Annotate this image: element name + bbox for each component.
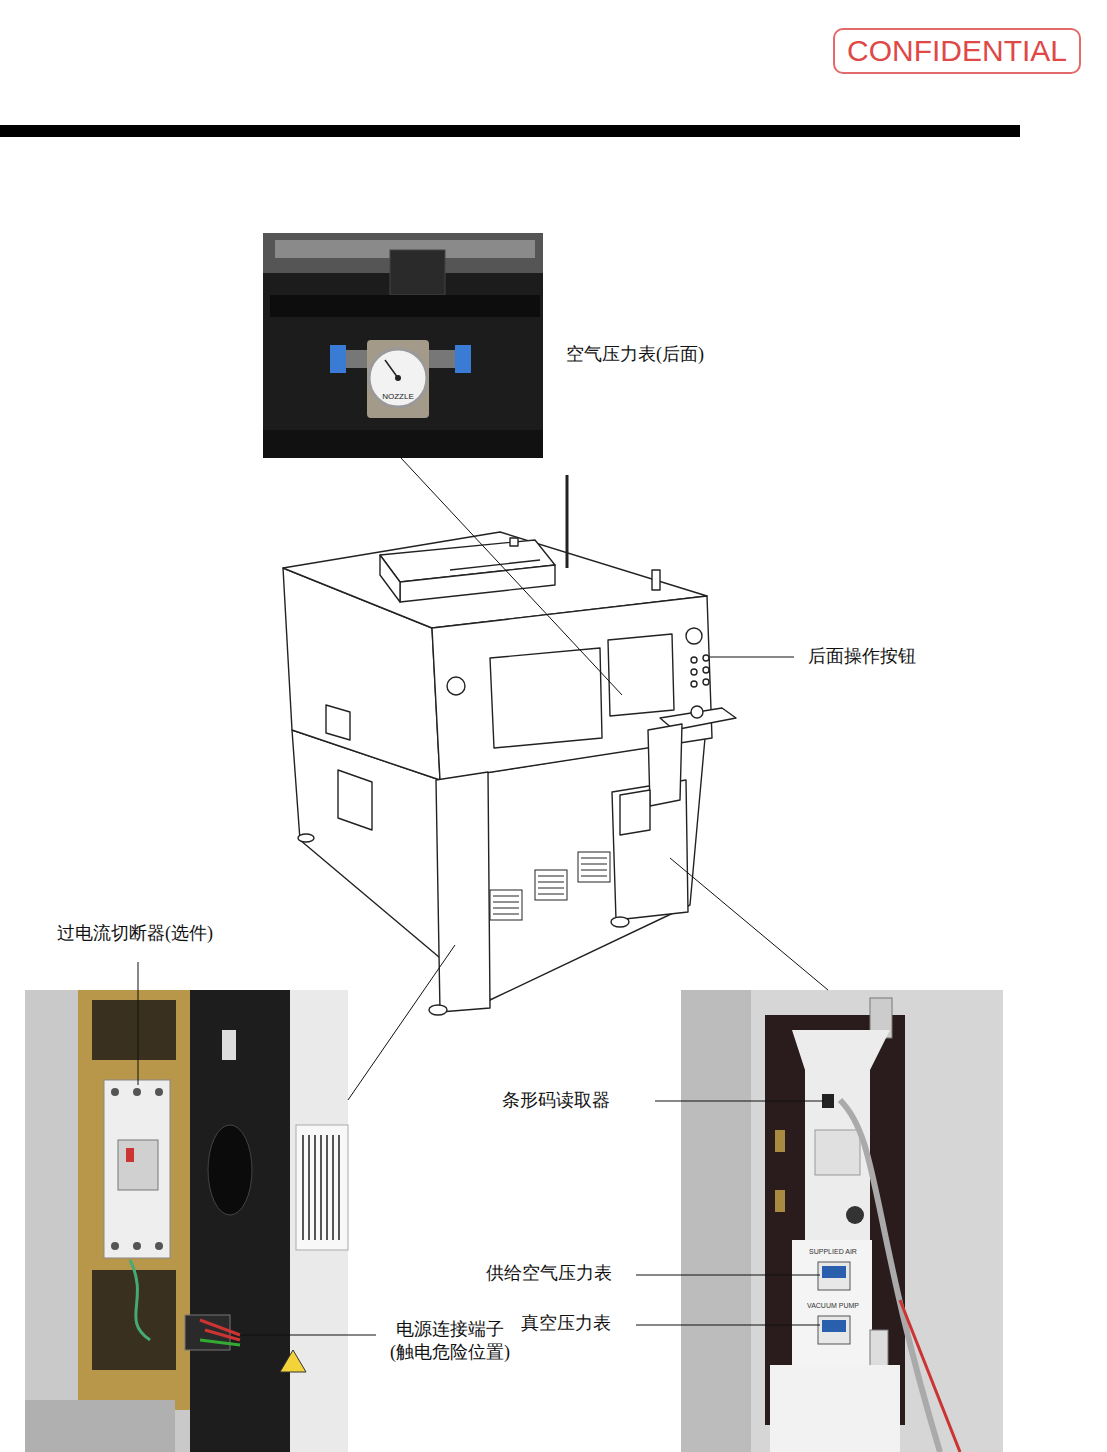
vents — [490, 852, 610, 920]
part-label: 过电流切断器(选件) — [57, 922, 213, 945]
part-label: 真空压力表 — [521, 1312, 611, 1335]
gauge-photo — [263, 233, 543, 458]
confidential-stamp: CONFIDENTIAL — [833, 28, 1081, 74]
panel-photo — [681, 990, 1003, 1452]
leader-lines — [138, 458, 828, 1335]
panel-marking: VACUUM PUMP — [797, 1302, 869, 1309]
part-label: 空气压力表(后面) — [566, 343, 704, 366]
part-label: 条形码读取器 — [502, 1089, 610, 1112]
part-label: 供给空气压力表 — [486, 1262, 612, 1285]
part-label: 电源连接端子 (触电危险位置) — [380, 1318, 520, 1365]
breaker-photo — [25, 990, 348, 1452]
part-label: 后面操作按钮 — [808, 645, 916, 668]
stamp-text: CONFIDENTIAL — [847, 33, 1067, 69]
header-bar — [0, 125, 1020, 137]
panel-marking: SUPPLIED AIR — [797, 1248, 869, 1255]
machine-drawing — [283, 475, 736, 1015]
gauge-marking: NOZZLE — [373, 393, 423, 401]
